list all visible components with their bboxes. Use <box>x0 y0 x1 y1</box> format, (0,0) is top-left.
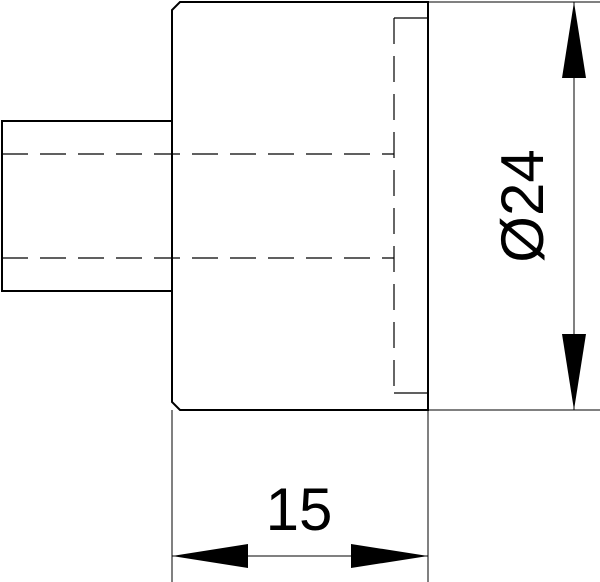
diameter-label: Ø24 <box>489 149 556 262</box>
arrow-left-icon <box>172 544 248 568</box>
length-label: 15 <box>266 476 333 543</box>
arrow-right-icon <box>351 544 428 568</box>
shaft-outline <box>1 120 172 292</box>
arrow-down-icon <box>562 334 586 410</box>
main-body-outline <box>171 1 429 411</box>
arrow-up-icon <box>562 2 586 78</box>
